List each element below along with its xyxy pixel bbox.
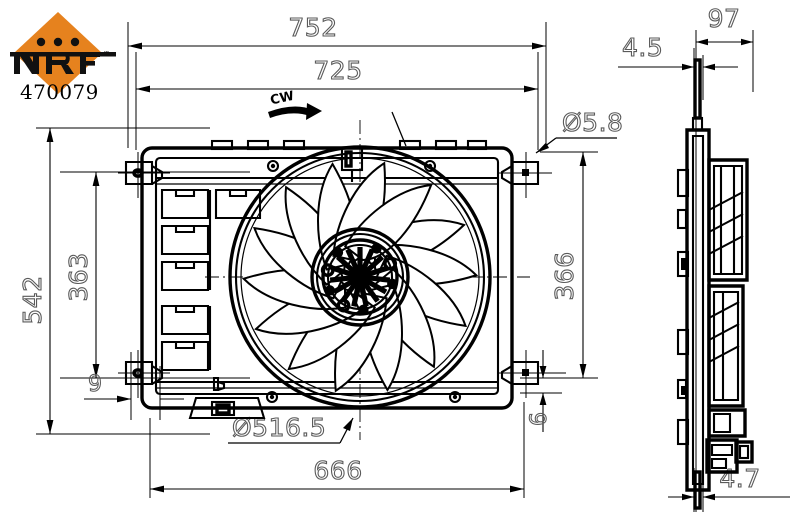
shroud-top-tabs xyxy=(210,139,488,151)
dim-97-label: 97 xyxy=(708,4,741,33)
logo-dot-2-icon xyxy=(53,37,63,47)
logo-dot-3-icon xyxy=(70,37,80,47)
side-motor-housing xyxy=(707,158,749,408)
nrf-logo: ™ 470079 xyxy=(8,6,118,104)
cw-arrow-curve-icon xyxy=(268,106,313,118)
svg-text:™: ™ xyxy=(103,50,110,58)
dimension-725: 725 xyxy=(135,52,539,150)
dim-363-label: 363 xyxy=(64,252,93,301)
cw-arrow-head-icon xyxy=(306,103,322,120)
fan-assembly-side-view xyxy=(676,30,754,512)
dim-752-label: 752 xyxy=(288,13,337,42)
logo-dot-1-icon xyxy=(36,37,46,47)
shroud-bottom-foot xyxy=(188,396,266,420)
side-bottom-fin xyxy=(693,470,702,510)
mounting-bracket-bottom-left xyxy=(118,350,170,398)
dimension-542: 542 xyxy=(17,127,210,435)
dim-666-label: 666 xyxy=(313,456,362,485)
mounting-bracket-top-left xyxy=(118,152,170,198)
dimension-bolt-hole-diameter: Ø5.8 xyxy=(535,107,623,154)
cw-label: CW xyxy=(269,89,295,109)
dimension-9: 9 xyxy=(84,352,184,420)
dimension-366: 366 xyxy=(540,151,598,379)
dim-542-label: 542 xyxy=(18,275,47,324)
dimension-6: 6 xyxy=(520,350,562,432)
fan-assembly-front-view xyxy=(118,111,566,440)
logo-wordmark: ™ xyxy=(10,50,116,74)
dimension-97: 97 xyxy=(695,3,754,80)
dimension-752: 752 xyxy=(127,12,547,148)
side-lower-bracket xyxy=(705,408,754,474)
side-shroud-profile xyxy=(676,128,711,492)
fan-motor-hub xyxy=(310,227,410,327)
dim-366-label: 366 xyxy=(550,251,579,300)
shroud-left-vents xyxy=(160,188,262,372)
dimension-4-5: 4.5 xyxy=(618,32,738,100)
dim-45-label: 4.5 xyxy=(622,33,663,62)
dim-d58-label: Ø5.8 xyxy=(562,108,623,137)
dimension-4-7: 4.7 xyxy=(668,463,790,512)
cw-rotation-indicator: CW xyxy=(268,89,322,120)
mounting-bracket-top-right xyxy=(498,152,552,198)
dim-725-label: 725 xyxy=(313,56,362,85)
part-number: 470079 xyxy=(20,80,99,104)
dim-9-label: 9 xyxy=(88,372,102,397)
side-top-fin xyxy=(691,58,704,132)
dim-6-label: 6 xyxy=(527,412,552,426)
motor-connector-bracket xyxy=(340,146,364,182)
dimension-666: 666 xyxy=(149,402,525,498)
mounting-bracket-bottom-right xyxy=(498,350,566,398)
nrf-logo-svg: ™ xyxy=(10,12,116,94)
